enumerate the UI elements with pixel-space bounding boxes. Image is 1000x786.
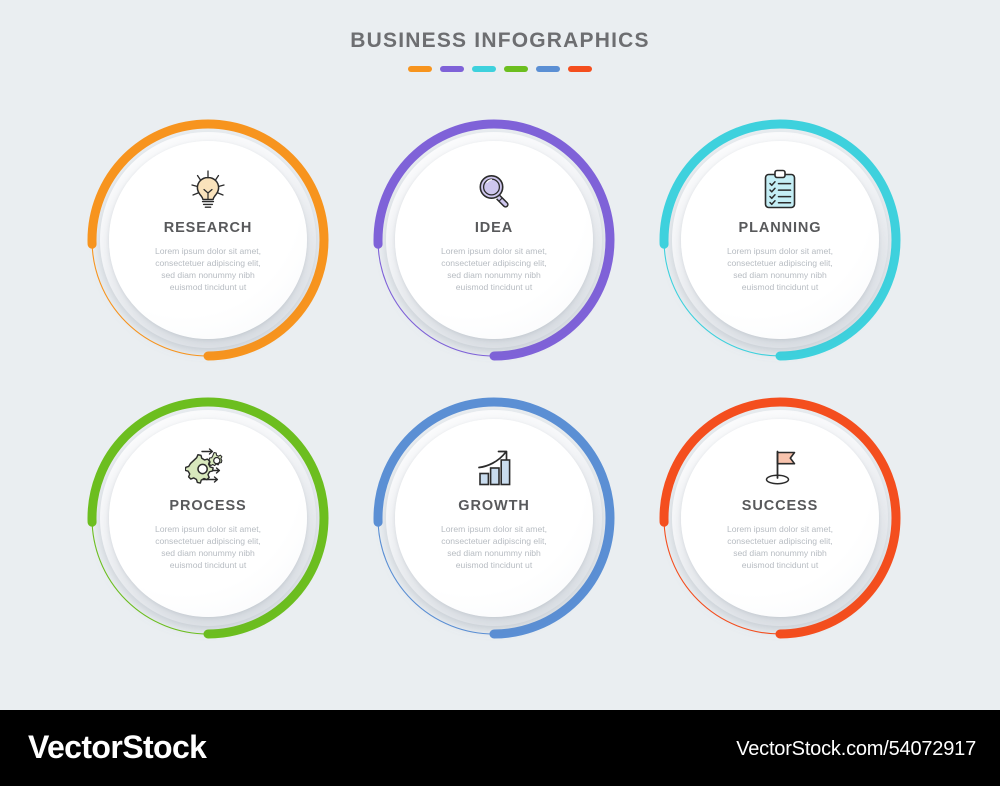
infographic-card-idea[interactable]: IDEA Lorem ipsum dolor sit amet, consecte… <box>364 110 624 370</box>
card-inner-disc: RESEARCH Lorem ipsum dolor sit amet, cons… <box>109 141 307 339</box>
card-description: Lorem ipsum dolor sit amet, consectetuer… <box>726 245 834 293</box>
infographic-card-success[interactable]: SUCCESS Lorem ipsum dolor sit amet, conse… <box>650 388 910 648</box>
legend-dash-3 <box>472 66 496 72</box>
card-title: GROWTH <box>458 498 530 514</box>
magnifier-icon <box>479 175 509 208</box>
infographic-card-process[interactable]: PROCESS Lorem ipsum dolor sit amet, conse… <box>78 388 338 648</box>
gears-icon <box>185 448 223 484</box>
clipboard-checklist-icon <box>764 169 796 209</box>
legend-dash-5 <box>536 66 560 72</box>
page-title: BUSINESS INFOGRAPHICS <box>350 29 650 52</box>
infographic-card-research[interactable]: RESEARCH Lorem ipsum dolor sit amet, cons… <box>78 110 338 370</box>
infographic-circles-grid: RESEARCH Lorem ipsum dolor sit amet, cons… <box>0 100 1000 670</box>
card-title: PROCESS <box>169 498 247 514</box>
footer-brand-label: VectorStock <box>28 729 207 765</box>
card-description: Lorem ipsum dolor sit amet, consectetuer… <box>440 523 548 571</box>
card-inner-disc: PLANNING Lorem ipsum dolor sit amet, cons… <box>681 141 879 339</box>
card-description: Lorem ipsum dolor sit amet, consectetuer… <box>154 245 262 293</box>
watermark-footer: VectorStock VectorStock.com/54072917 <box>0 710 1000 786</box>
infographic-card-planning[interactable]: PLANNING Lorem ipsum dolor sit amet, cons… <box>650 110 910 370</box>
card-title: IDEA <box>474 220 514 236</box>
card-title: PLANNING <box>738 220 822 236</box>
infographic-card-growth[interactable]: GROWTH Lorem ipsum dolor sit amet, consec… <box>364 388 624 648</box>
footer-url-label: VectorStock.com/54072917 <box>736 738 976 760</box>
legend-dash-6 <box>568 66 592 72</box>
card-title: RESEARCH <box>163 220 253 236</box>
color-legend-dashes <box>0 66 1000 72</box>
bar-chart-growth-icon <box>478 450 511 486</box>
legend-dash-1 <box>408 66 432 72</box>
lightbulb-icon <box>191 170 225 208</box>
card-description: Lorem ipsum dolor sit amet, consectetuer… <box>154 523 262 571</box>
card-description: Lorem ipsum dolor sit amet, consectetuer… <box>726 523 834 571</box>
card-title: SUCCESS <box>741 498 819 514</box>
card-description: Lorem ipsum dolor sit amet, consectetuer… <box>440 245 548 293</box>
card-inner-disc: PROCESS Lorem ipsum dolor sit amet, conse… <box>109 419 307 617</box>
legend-dash-2 <box>440 66 464 72</box>
card-inner-disc: SUCCESS Lorem ipsum dolor sit amet, conse… <box>681 419 879 617</box>
page-header: BUSINESS INFOGRAPHICS <box>0 0 1000 72</box>
card-inner-disc: GROWTH Lorem ipsum dolor sit amet, consec… <box>395 419 593 617</box>
legend-dash-4 <box>504 66 528 72</box>
flag-icon <box>765 450 796 485</box>
card-inner-disc: IDEA Lorem ipsum dolor sit amet, consecte… <box>395 141 593 339</box>
